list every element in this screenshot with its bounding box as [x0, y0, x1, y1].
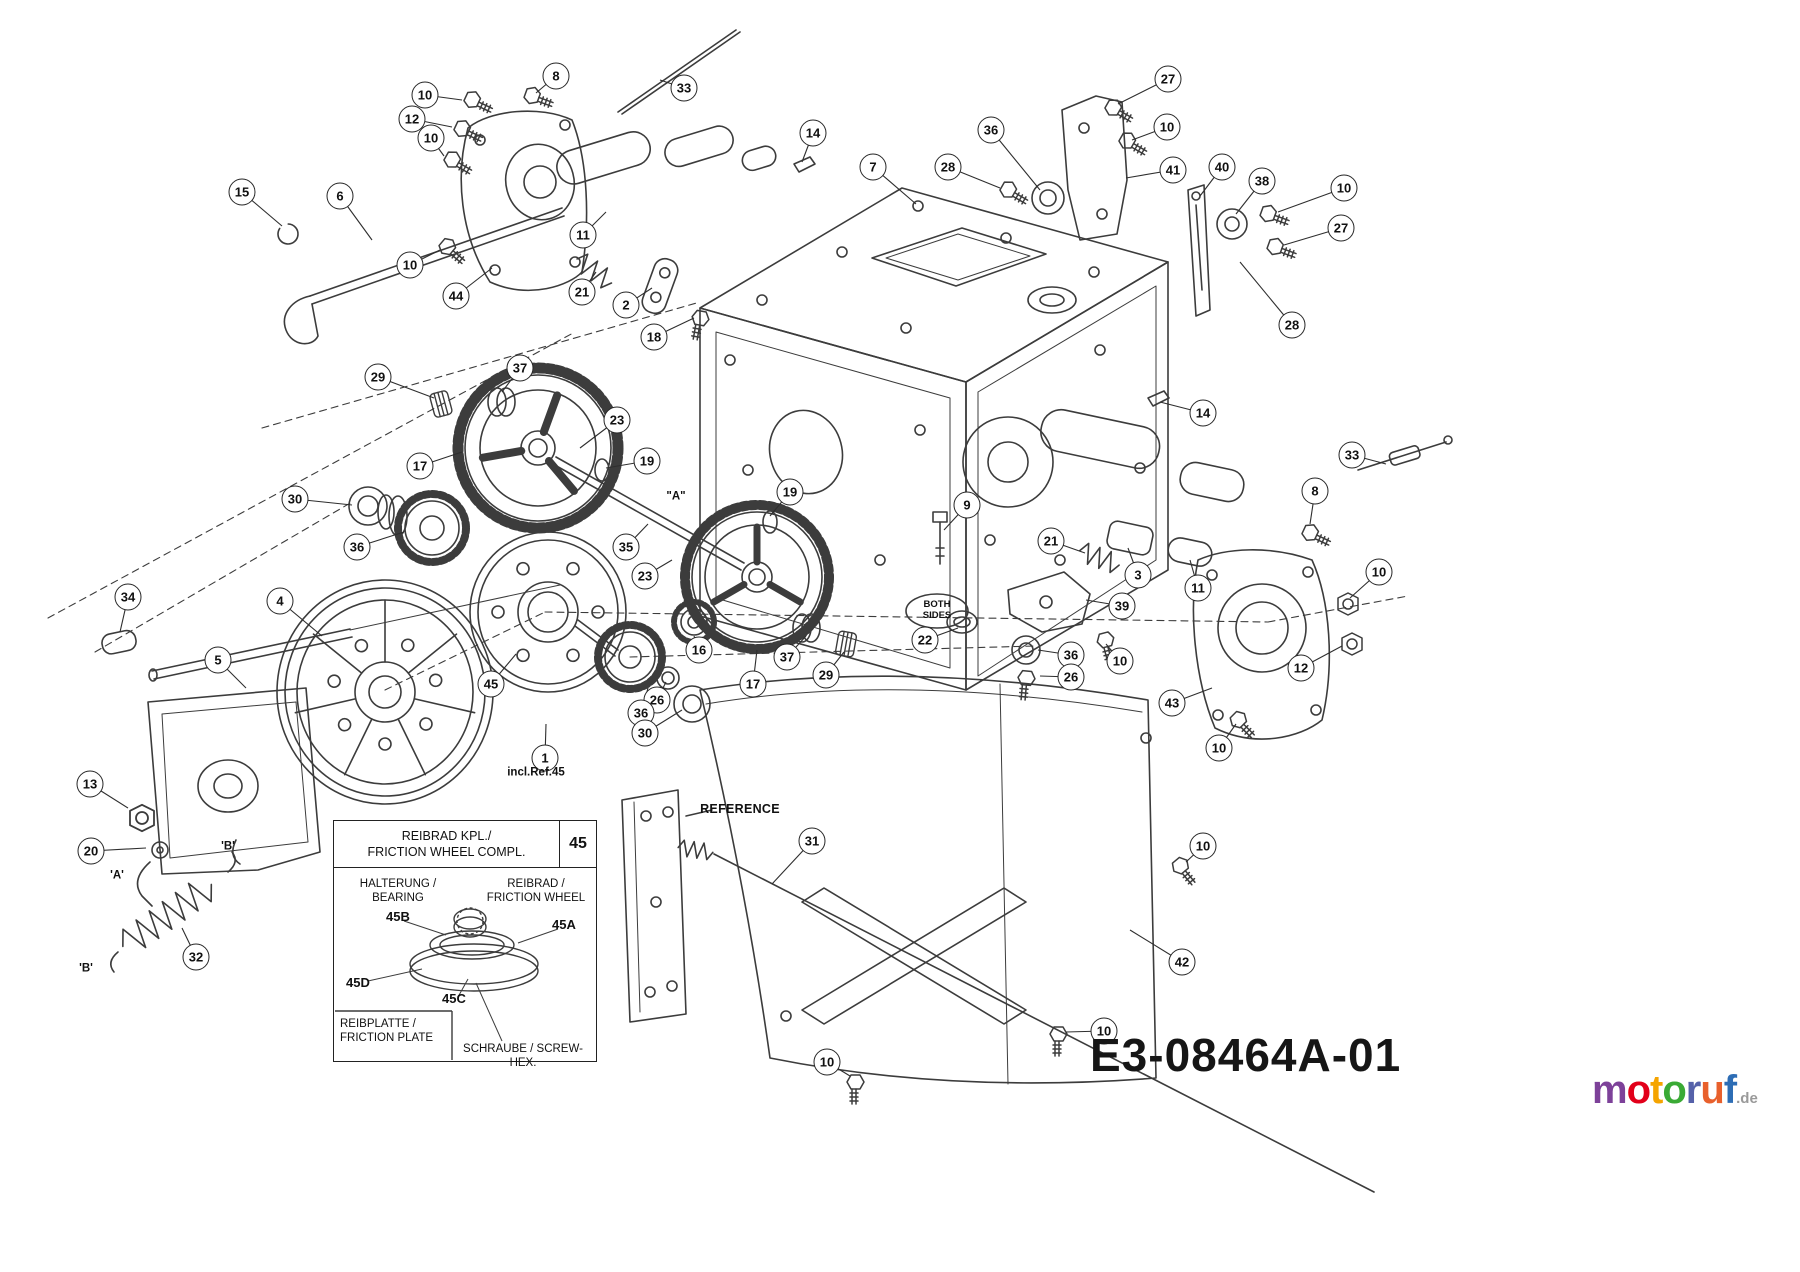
left-cover — [460, 110, 588, 292]
inset-header: REIBRAD KPL./ FRICTION WHEEL COMPL. 45 — [334, 821, 596, 868]
right-cover — [1192, 549, 1331, 740]
inset-label-plate: REIBPLATTE / FRICTION PLATE — [340, 1018, 434, 1045]
reference-bracket — [621, 789, 1375, 1193]
inset-label-wheel: REIBRAD / FRICTION WHEEL — [486, 878, 586, 905]
inset-title: REIBRAD KPL./ FRICTION WHEEL COMPL. — [367, 829, 526, 860]
lower-left-bracket — [101, 629, 321, 973]
upper-axle-assembly — [277, 29, 816, 345]
inset-ref-45a: 45A — [552, 917, 576, 932]
inset-ref-number: 45 — [559, 821, 596, 867]
bottom-cover — [699, 675, 1157, 1085]
gear-train — [148, 362, 858, 723]
leader-lines — [89, 75, 1387, 1077]
inset-ref-45d: 45D — [346, 975, 370, 990]
drive-pulley — [276, 579, 494, 805]
motoruf-logo-domain: .de — [1736, 1090, 1758, 1107]
inset-ref-45b: 45B — [386, 909, 410, 924]
document-part-number: E3-08464A-01 — [1090, 1029, 1402, 1081]
right-axle-assembly — [1040, 390, 1453, 574]
motoruf-logo: motoruf.de — [1592, 1068, 1758, 1113]
friction-wheel-assembly — [469, 531, 627, 693]
friction-wheel-inset-art — [335, 907, 559, 1060]
inset-label-bearing: HALTERUNG / BEARING — [359, 878, 437, 905]
inset-ref-45c: 45C — [442, 991, 466, 1006]
motoruf-logo-word: motoruf — [1592, 1068, 1737, 1112]
inset-label-screw: SCHRAUBE / SCREW- HEX. — [463, 1043, 583, 1070]
inset-legend: REIBRAD KPL./ FRICTION WHEEL COMPL. 45 H… — [333, 820, 597, 1069]
main-housing — [699, 187, 1169, 691]
